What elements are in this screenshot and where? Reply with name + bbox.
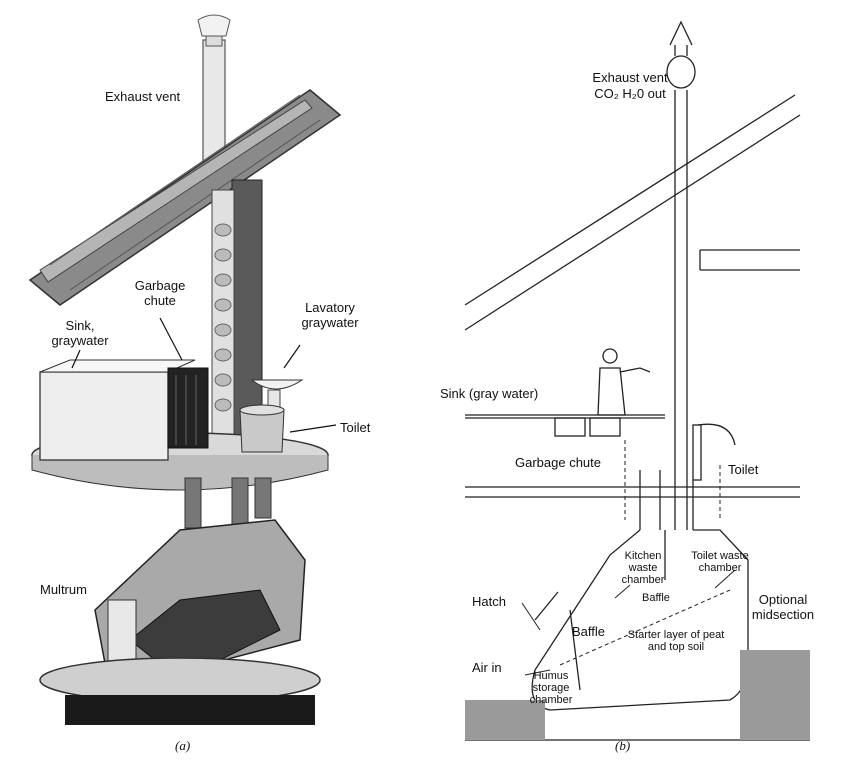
- label-kitchen-waste-chamber: Kitchen waste chamber: [618, 550, 668, 586]
- label-starter-layer: Starter layer of peat and top soil: [620, 629, 732, 653]
- label-baffle-1: Baffle: [642, 592, 670, 604]
- label-sink-gray-water: Sink (gray water): [440, 386, 538, 401]
- label-toilet-b: Toilet: [728, 462, 758, 477]
- label-baffle-2: Baffle: [572, 624, 605, 639]
- label-garbage-chute: Garbage chute: [120, 278, 200, 308]
- label-humus-storage-chamber: Humus storage chamber: [522, 670, 580, 706]
- ground-left: [465, 700, 545, 740]
- label-hatch: Hatch: [472, 594, 506, 609]
- label-co2-h2o-out: CO₂ H₂0 out: [580, 86, 680, 101]
- sink-cabinet: [40, 372, 168, 460]
- vent-out-arrow: [670, 22, 692, 56]
- ground-right: [740, 650, 810, 740]
- label-garbage-chute-b: Garbage chute: [515, 455, 601, 470]
- multrum-cross-section-drawing: [430, 0, 848, 770]
- label-toilet-waste-chamber: Toilet waste chamber: [685, 550, 755, 574]
- multrum-model-illustration: [0, 0, 430, 770]
- panel-a-model-photo: Exhaust vent Garbage chute Sink, graywat…: [0, 0, 430, 770]
- label-toilet: Toilet: [340, 420, 370, 435]
- label-exhaust-vent-b: Exhaust vent: [580, 70, 680, 85]
- label-air-in: Air in: [472, 660, 502, 675]
- caption-b: (b): [615, 738, 630, 754]
- vent-cap: [198, 15, 230, 36]
- toilet: [240, 410, 284, 452]
- label-sink-graywater: Sink, graywater: [40, 318, 120, 348]
- label-multrum: Multrum: [40, 582, 87, 597]
- panel-b-cross-section: Exhaust vent CO₂ H₂0 out Sink (gray wate…: [430, 0, 848, 770]
- label-optional-midsection: Optional midsection: [748, 592, 818, 622]
- base-block: [65, 695, 315, 725]
- label-exhaust-vent: Exhaust vent: [105, 89, 180, 104]
- caption-a: (a): [175, 738, 190, 754]
- roof: [30, 90, 340, 305]
- label-lavatory-graywater: Lavatory graywater: [285, 300, 375, 330]
- garbage-chute-opening: [168, 368, 208, 448]
